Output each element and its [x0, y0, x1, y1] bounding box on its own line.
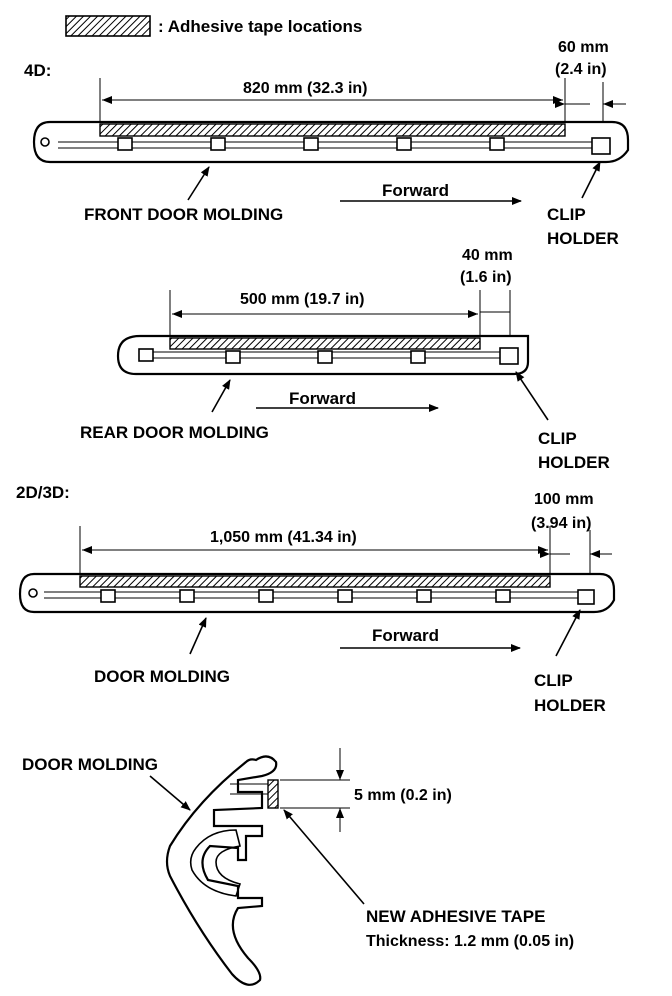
legend-hatch-swatch [65, 15, 151, 37]
cross-section-molding-label: DOOR MOLDING [22, 755, 158, 774]
rear-length-label: 500 mm (19.7 in) [240, 291, 365, 308]
front-clip-label-2: HOLDER [547, 229, 619, 248]
rear-clip-holder [499, 347, 519, 365]
two-door-offset-label-2: (3.94 in) [531, 515, 591, 532]
front-offset-label-1: 60 mm [558, 39, 609, 56]
two-door-adhesive-tape [79, 575, 551, 588]
legend-text: : Adhesive tape locations [158, 17, 362, 36]
front-door-section: 4D: 820 mm (32.3 in) 60 mm (2.4 in) FRON… [24, 39, 630, 248]
cross-section-adhesive-tape [267, 779, 279, 809]
rear-clip-label-2: HOLDER [538, 453, 610, 472]
rear-offset-label-1: 40 mm [462, 247, 513, 264]
rear-molding-label: REAR DOOR MOLDING [80, 423, 269, 442]
legend: : Adhesive tape locations [65, 15, 362, 37]
rear-door-section: 500 mm (19.7 in) 40 mm (1.6 in) REAR DOO… [80, 247, 610, 472]
front-length-label: 820 mm (32.3 in) [243, 80, 368, 97]
front-clip-label-1: CLIP [547, 205, 586, 224]
two-door-length-label: 1,050 mm (41.34 in) [210, 529, 357, 546]
tape-thickness-label: Thickness: 1.2 mm (0.05 in) [366, 933, 574, 950]
two-door-section: 2D/3D: 1,050 mm (41.34 in) 100 mm (3.94 … [16, 483, 616, 715]
front-molding-label: FRONT DOOR MOLDING [84, 205, 283, 224]
front-forward-label: Forward [382, 181, 449, 200]
section-label-4d: 4D: [24, 61, 51, 80]
tape-width-label: 5 mm (0.2 in) [354, 787, 452, 804]
two-door-clip-holder [577, 589, 595, 605]
cross-section: DOOR MOLDING 5 mm (0.2 in) NEW ADHESIVE … [22, 748, 574, 986]
front-offset-label-2: (2.4 in) [555, 61, 607, 78]
two-door-offset-label-1: 100 mm [534, 491, 594, 508]
molding-profile [165, 755, 278, 986]
front-clip-holder [591, 137, 611, 155]
rear-offset-label-2: (1.6 in) [460, 269, 512, 286]
new-adhesive-tape-label: NEW ADHESIVE TAPE [366, 907, 545, 926]
front-adhesive-tape [99, 123, 566, 137]
section-label-2d3d: 2D/3D: [16, 483, 70, 502]
rear-forward-label: Forward [289, 389, 356, 408]
two-door-molding-label: DOOR MOLDING [94, 667, 230, 686]
rear-adhesive-tape [169, 337, 481, 350]
two-door-clip-label-2: HOLDER [534, 696, 606, 715]
two-door-clip-label-1: CLIP [534, 671, 573, 690]
two-door-forward-label: Forward [372, 626, 439, 645]
rear-clip-label-1: CLIP [538, 429, 577, 448]
